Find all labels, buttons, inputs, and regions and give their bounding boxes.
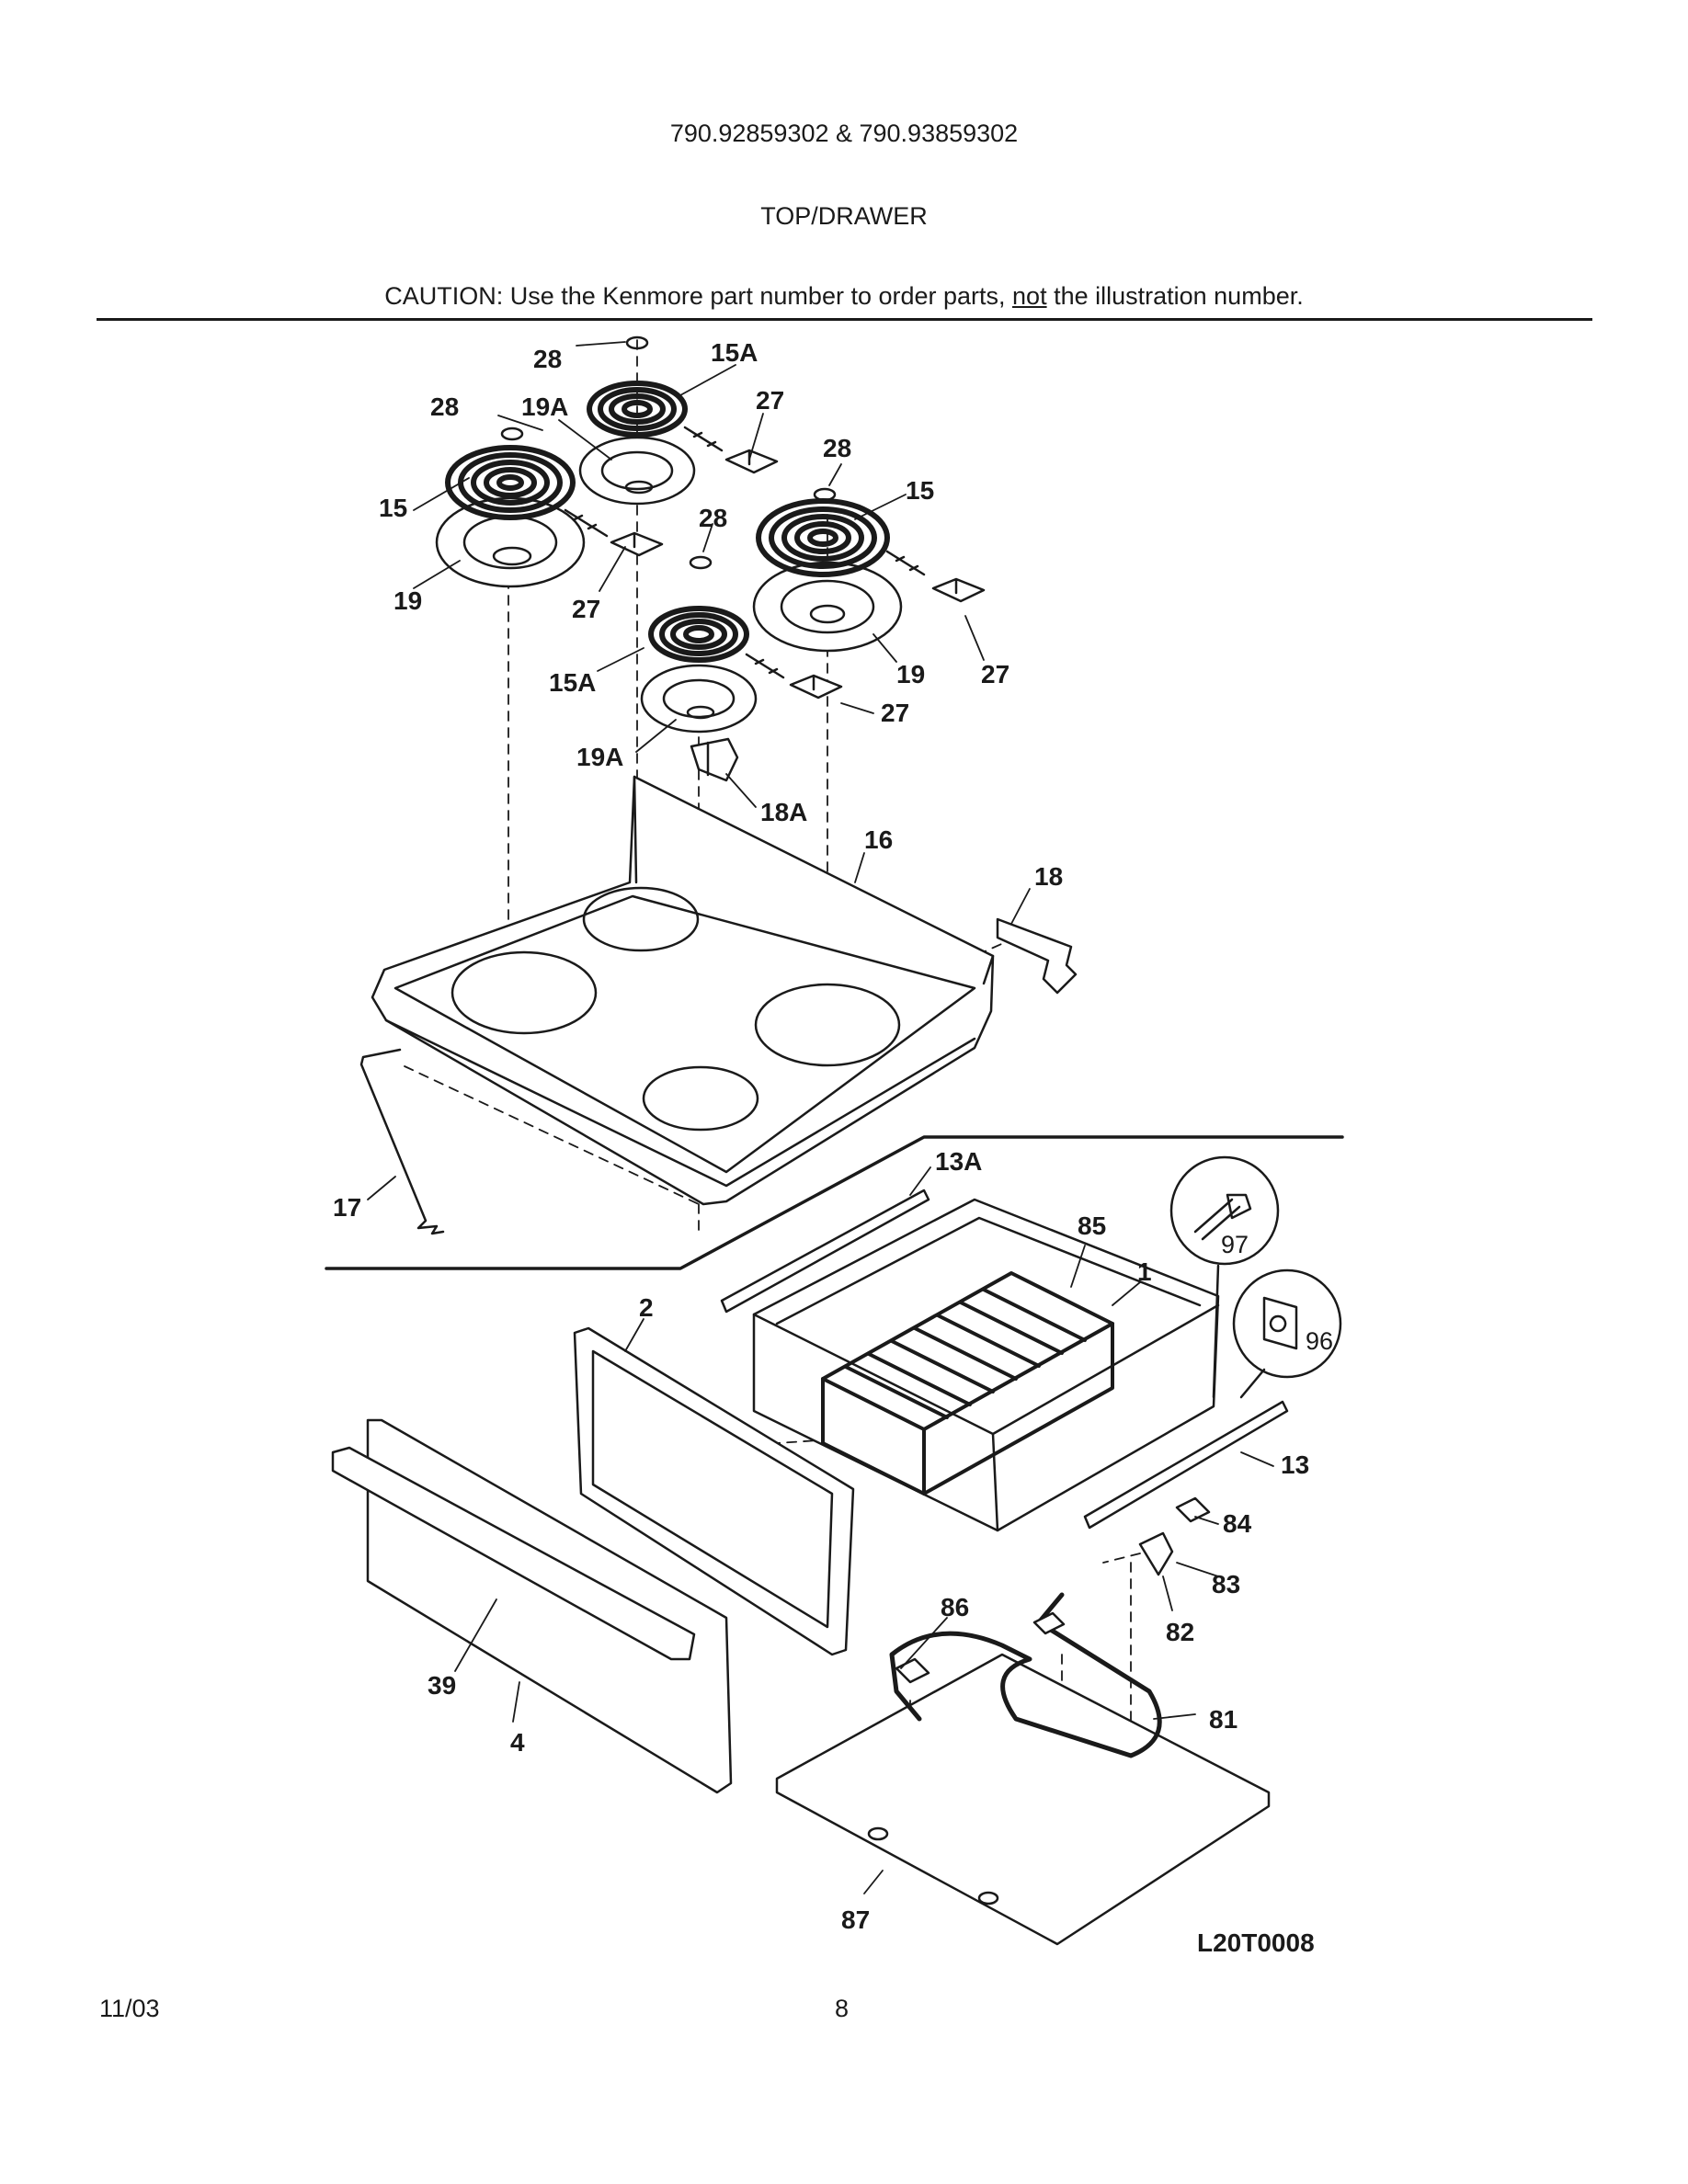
callout-1: 1 — [1137, 1257, 1152, 1286]
drawer-liner — [573, 1326, 855, 1656]
callout-13: 13 — [1281, 1450, 1309, 1479]
surface-element-left — [435, 427, 664, 588]
surface-element-left-rear — [578, 336, 779, 506]
header-rule — [97, 318, 1592, 321]
callout-17: 17 — [333, 1193, 361, 1222]
small-brackets — [895, 1496, 1211, 1684]
caution-suffix: the illustration number. — [1046, 282, 1304, 310]
caution-prefix: CAUTION: Use the Kenmore part number to … — [384, 282, 1013, 310]
caution-note: CAUTION: Use the Kenmore part number to … — [0, 282, 1688, 311]
leader-97 — [1212, 1264, 1220, 1399]
callout-19A: 19A — [576, 743, 623, 771]
callout-82: 82 — [1166, 1618, 1194, 1646]
callout-19A: 19A — [521, 392, 568, 421]
callout-2: 2 — [639, 1293, 654, 1322]
bottom-panel — [775, 1653, 1271, 1946]
callout-15A: 15A — [711, 338, 758, 367]
section-title: TOP/DRAWER — [760, 202, 928, 230]
callout-85: 85 — [1078, 1211, 1106, 1240]
side-trim-18 — [996, 917, 1078, 995]
callout-4: 4 — [510, 1728, 525, 1757]
callout-97: 97 — [1221, 1231, 1249, 1258]
rail-13 — [1083, 1400, 1289, 1530]
main-top — [371, 775, 995, 1206]
drawer-rack — [821, 1271, 1114, 1496]
callout-16: 16 — [864, 825, 893, 854]
model-numbers: 790.92859302 & 790.93859302 — [669, 119, 1019, 147]
callout-39: 39 — [428, 1671, 456, 1700]
leader-lines — [367, 341, 1274, 1894]
drawer-front — [331, 1418, 733, 1794]
callout-86: 86 — [941, 1593, 969, 1621]
section-divider-line — [325, 1135, 1344, 1270]
page-number: 8 — [835, 1995, 850, 2022]
diagram-id: L20T0008 — [1197, 1928, 1315, 1957]
clip-icon — [1262, 1296, 1298, 1350]
callout-27: 27 — [572, 595, 600, 623]
callout-28: 28 — [430, 392, 459, 421]
callout-81: 81 — [1209, 1705, 1237, 1734]
callout-28: 28 — [699, 504, 727, 532]
callout-28: 28 — [823, 434, 851, 462]
rear-rod-17 — [359, 1048, 445, 1235]
callout-18A: 18A — [760, 798, 807, 826]
callout-19: 19 — [393, 586, 422, 615]
callout-labels: 28 15A 28 19A 27 28 15 15 28 19 27 15A 1… — [333, 338, 1333, 1957]
callout-13A: 13A — [935, 1147, 982, 1176]
callout-27: 27 — [881, 699, 909, 727]
surface-element-right-rear — [640, 555, 843, 734]
circle-96 — [1232, 1268, 1342, 1379]
callout-15: 15 — [379, 494, 407, 522]
callout-28: 28 — [533, 345, 562, 373]
callout-96: 96 — [1306, 1327, 1333, 1355]
circle-97 — [1169, 1155, 1280, 1266]
footer-date: 11/03 — [99, 1995, 160, 2022]
callout-18: 18 — [1034, 862, 1063, 891]
bolt-icon — [1193, 1193, 1252, 1241]
callout-27: 27 — [756, 386, 784, 415]
callout-15A: 15A — [549, 668, 596, 697]
callout-84: 84 — [1223, 1509, 1252, 1538]
rail-13A — [720, 1189, 930, 1314]
callout-83: 83 — [1212, 1570, 1240, 1598]
bracket-18A — [690, 737, 739, 782]
callout-15: 15 — [906, 476, 934, 505]
callout-27: 27 — [981, 660, 1009, 688]
leader-96 — [1239, 1368, 1266, 1399]
caution-emphasis: not — [1012, 282, 1047, 310]
surface-element-right — [752, 487, 986, 653]
callout-87: 87 — [841, 1905, 870, 1934]
callout-19: 19 — [896, 660, 925, 688]
bake-element — [889, 1592, 1162, 1758]
